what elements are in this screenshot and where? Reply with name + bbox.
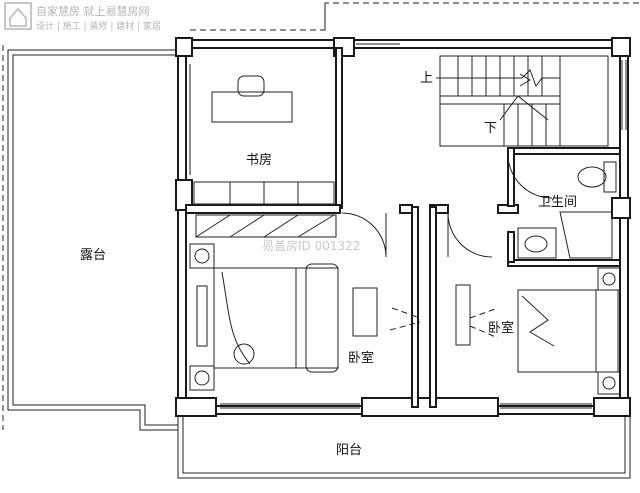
balcony-outline [177, 414, 631, 479]
bedroom-right-label: 卧室 [488, 320, 514, 336]
doors [341, 153, 553, 258]
right-bedroom-furniture: 卧室 [455, 267, 621, 395]
terrace-label: 露台 [80, 248, 106, 263]
wardrobe [195, 214, 337, 238]
study-chair [237, 75, 265, 97]
exterior-walls [175, 37, 631, 417]
staircase: 上 下 [420, 55, 609, 147]
bedroom-left-label: 卧室 [348, 350, 374, 366]
balcony-label: 阳台 [336, 443, 362, 458]
interior-walls [185, 47, 621, 408]
toilet [577, 166, 607, 188]
sink [524, 235, 548, 253]
tv-stand-left [352, 287, 378, 337]
logo-icon [4, 2, 32, 30]
double-bed-right [517, 289, 619, 373]
watermark-services: 设计 | 施工 | 装修 | 建材 | 家居 [36, 20, 161, 32]
nightstand-right-bottom [597, 371, 621, 395]
stairs-down-label: 下 [484, 121, 497, 136]
nightstand-bottom [189, 365, 215, 391]
watermark-logo: 自家慧房 就上易慧房网 设计 | 施工 | 装修 | 建材 | 家居 [4, 2, 161, 32]
bathroom-fixtures: 卫生间 [517, 161, 617, 259]
terrace-outline [7, 49, 178, 431]
toilet-tank [603, 161, 617, 193]
tv-stand-right [455, 284, 471, 346]
shower-tray [559, 211, 613, 259]
study-label: 书房 [246, 152, 272, 168]
watermark-brand: 自家慧房 就上易慧房网 [36, 4, 150, 18]
left-bedroom-furniture: 卧室 [189, 214, 421, 391]
study-desk [211, 91, 293, 123]
study-furniture [193, 75, 335, 205]
logo-house-icon [9, 7, 27, 27]
double-bed-left [213, 267, 339, 369]
window-panel-left [196, 285, 208, 347]
bathroom-label: 卫生间 [538, 195, 577, 210]
watermark-plan-id: 易盖房ID 001322 [262, 238, 360, 253]
nightstand-top [189, 243, 215, 269]
roof-edge [2, 2, 640, 430]
sink-counter [517, 227, 557, 259]
nightstand-right-top [597, 267, 621, 291]
stairs-up-label: 上 [420, 71, 433, 86]
